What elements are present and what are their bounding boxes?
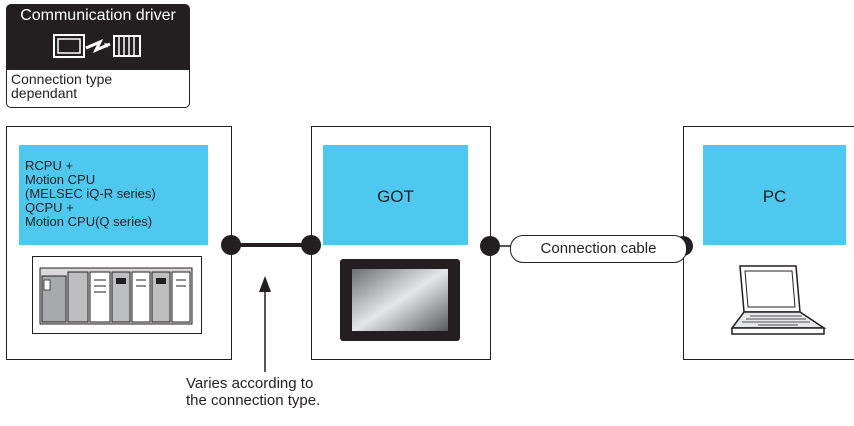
driver-icon xyxy=(53,34,141,58)
laptop-icon xyxy=(730,265,827,335)
cpu-label-line: Motion CPU xyxy=(25,172,96,187)
cpu-label-box: RCPU + Motion CPU (MELSEC iQ-R series) Q… xyxy=(19,145,208,245)
cpu-label-line: (MELSEC iQ-R series) xyxy=(25,186,156,201)
note-line2: the connection type. xyxy=(186,392,321,409)
got-right-connector-dot xyxy=(480,236,500,256)
badge-subtitle: Connection type dependant xyxy=(11,72,112,100)
communication-driver-badge: Communication driver Connection type dep… xyxy=(6,4,190,108)
pointer-arrowhead xyxy=(259,276,271,292)
got-left-connector-dot xyxy=(301,235,321,255)
badge-subtitle-line2: dependant xyxy=(11,85,78,101)
cpu-label-line: RCPU + xyxy=(25,158,74,173)
pc-label-box: PC xyxy=(703,145,846,245)
badge-header xyxy=(6,4,190,70)
got-label-box: GOT xyxy=(323,145,468,245)
cpu-label-line: Motion CPU(Q series) xyxy=(25,214,153,229)
cpu-connector-dot xyxy=(221,235,241,255)
cable-label-text: Connection cable xyxy=(540,240,657,257)
note-line1: Varies according to xyxy=(186,375,314,392)
cpu-label: RCPU + Motion CPU (MELSEC iQ-R series) Q… xyxy=(25,159,156,229)
badge-subtitle-box: Connection type dependant xyxy=(6,70,190,108)
badge-title: Communication driver xyxy=(20,7,176,24)
got-label: GOT xyxy=(377,187,414,206)
connection-note: Varies according to the connection type. xyxy=(186,375,320,409)
pc-label: PC xyxy=(762,187,787,206)
badge-subtitle-line1: Connection type xyxy=(11,71,113,87)
plc-rack-image xyxy=(32,256,202,334)
cpu-label-line: QCPU + xyxy=(25,200,74,215)
cable-label: Connection cable xyxy=(510,235,687,263)
got-panel-image xyxy=(340,259,460,341)
